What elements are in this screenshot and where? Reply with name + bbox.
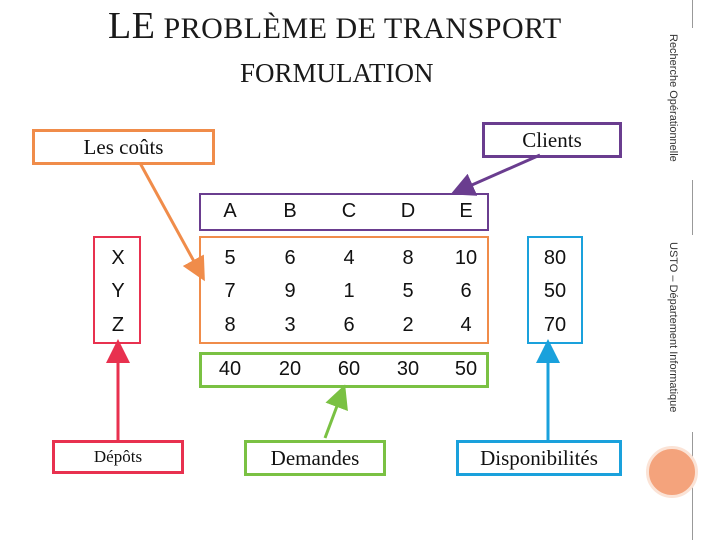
demand-cell: 40 — [218, 358, 242, 380]
column-header-a: A — [223, 200, 237, 222]
supply-cell: 80 — [543, 247, 567, 269]
cost-cell: 6 — [284, 247, 296, 269]
supply-cell: 70 — [543, 314, 567, 336]
cost-cell: 5 — [224, 247, 236, 269]
demandes-label-box: Demandes — [244, 440, 386, 476]
accent-circle — [646, 446, 698, 498]
slide-subtitle: FORMULATION — [240, 58, 434, 88]
costs-label: Les coûts — [83, 134, 164, 159]
cost-cell: 8 — [224, 314, 236, 336]
cost-cell: 7 — [224, 280, 236, 302]
cost-cell: 9 — [284, 280, 296, 302]
row-name-y: Y — [111, 280, 125, 302]
demand-cell: 20 — [278, 358, 302, 380]
cost-cell: 6 — [343, 314, 355, 336]
column-header-c: C — [341, 200, 357, 222]
costs-label-box: Les coûts — [32, 129, 215, 165]
side-text-top: Recherche Opérationnelle — [667, 34, 679, 162]
depots-names-box — [93, 236, 141, 344]
side-divider-middle — [692, 180, 693, 235]
clients-label-box: Clients — [482, 122, 622, 158]
demand-box — [199, 352, 489, 388]
clients-label: Clients — [522, 127, 582, 152]
arrow-clients — [450, 153, 541, 196]
cost-cell: 5 — [402, 280, 414, 302]
supply-cell: 50 — [543, 280, 567, 302]
side-text-bottom: USTO – Département Informatique — [667, 242, 679, 413]
column-header-e: E — [459, 200, 473, 222]
cost-cell: 6 — [460, 280, 472, 302]
cost-cell: 8 — [402, 247, 414, 269]
column-header-b: B — [283, 200, 297, 222]
slide-title-first: LE — [108, 5, 156, 47]
demand-cell: 50 — [454, 358, 478, 380]
cost-cell: 2 — [402, 314, 414, 336]
demandes-label: Demandes — [270, 445, 360, 470]
clients-header-box — [199, 193, 489, 231]
column-header-d: D — [400, 200, 416, 222]
supply-box — [527, 236, 583, 344]
demand-cell: 30 — [396, 358, 420, 380]
disponibilites-label: Disponibilités — [480, 445, 598, 470]
arrow-demandes — [323, 384, 348, 439]
row-name-x: X — [111, 247, 125, 269]
cost-cell: 4 — [343, 247, 355, 269]
arrow-costs — [138, 162, 205, 282]
costs-matrix-box — [199, 236, 489, 344]
disponibilites-label-box: Disponibilités — [456, 440, 622, 476]
demand-cell: 60 — [337, 358, 361, 380]
slide-title-rest: PROBLÈME DE TRANSPORT — [163, 12, 562, 45]
cost-cell: 1 — [343, 280, 355, 302]
depots-label: Dépôts — [93, 447, 143, 466]
cost-cell: 3 — [284, 314, 296, 336]
cost-cell: 10 — [454, 247, 478, 269]
row-name-z: Z — [111, 314, 125, 336]
slide-title: LE PROBLÈME DE TRANSPORT — [108, 4, 608, 48]
depots-label-box: Dépôts — [52, 440, 184, 474]
side-divider-top — [692, 0, 693, 28]
cost-cell: 4 — [460, 314, 472, 336]
